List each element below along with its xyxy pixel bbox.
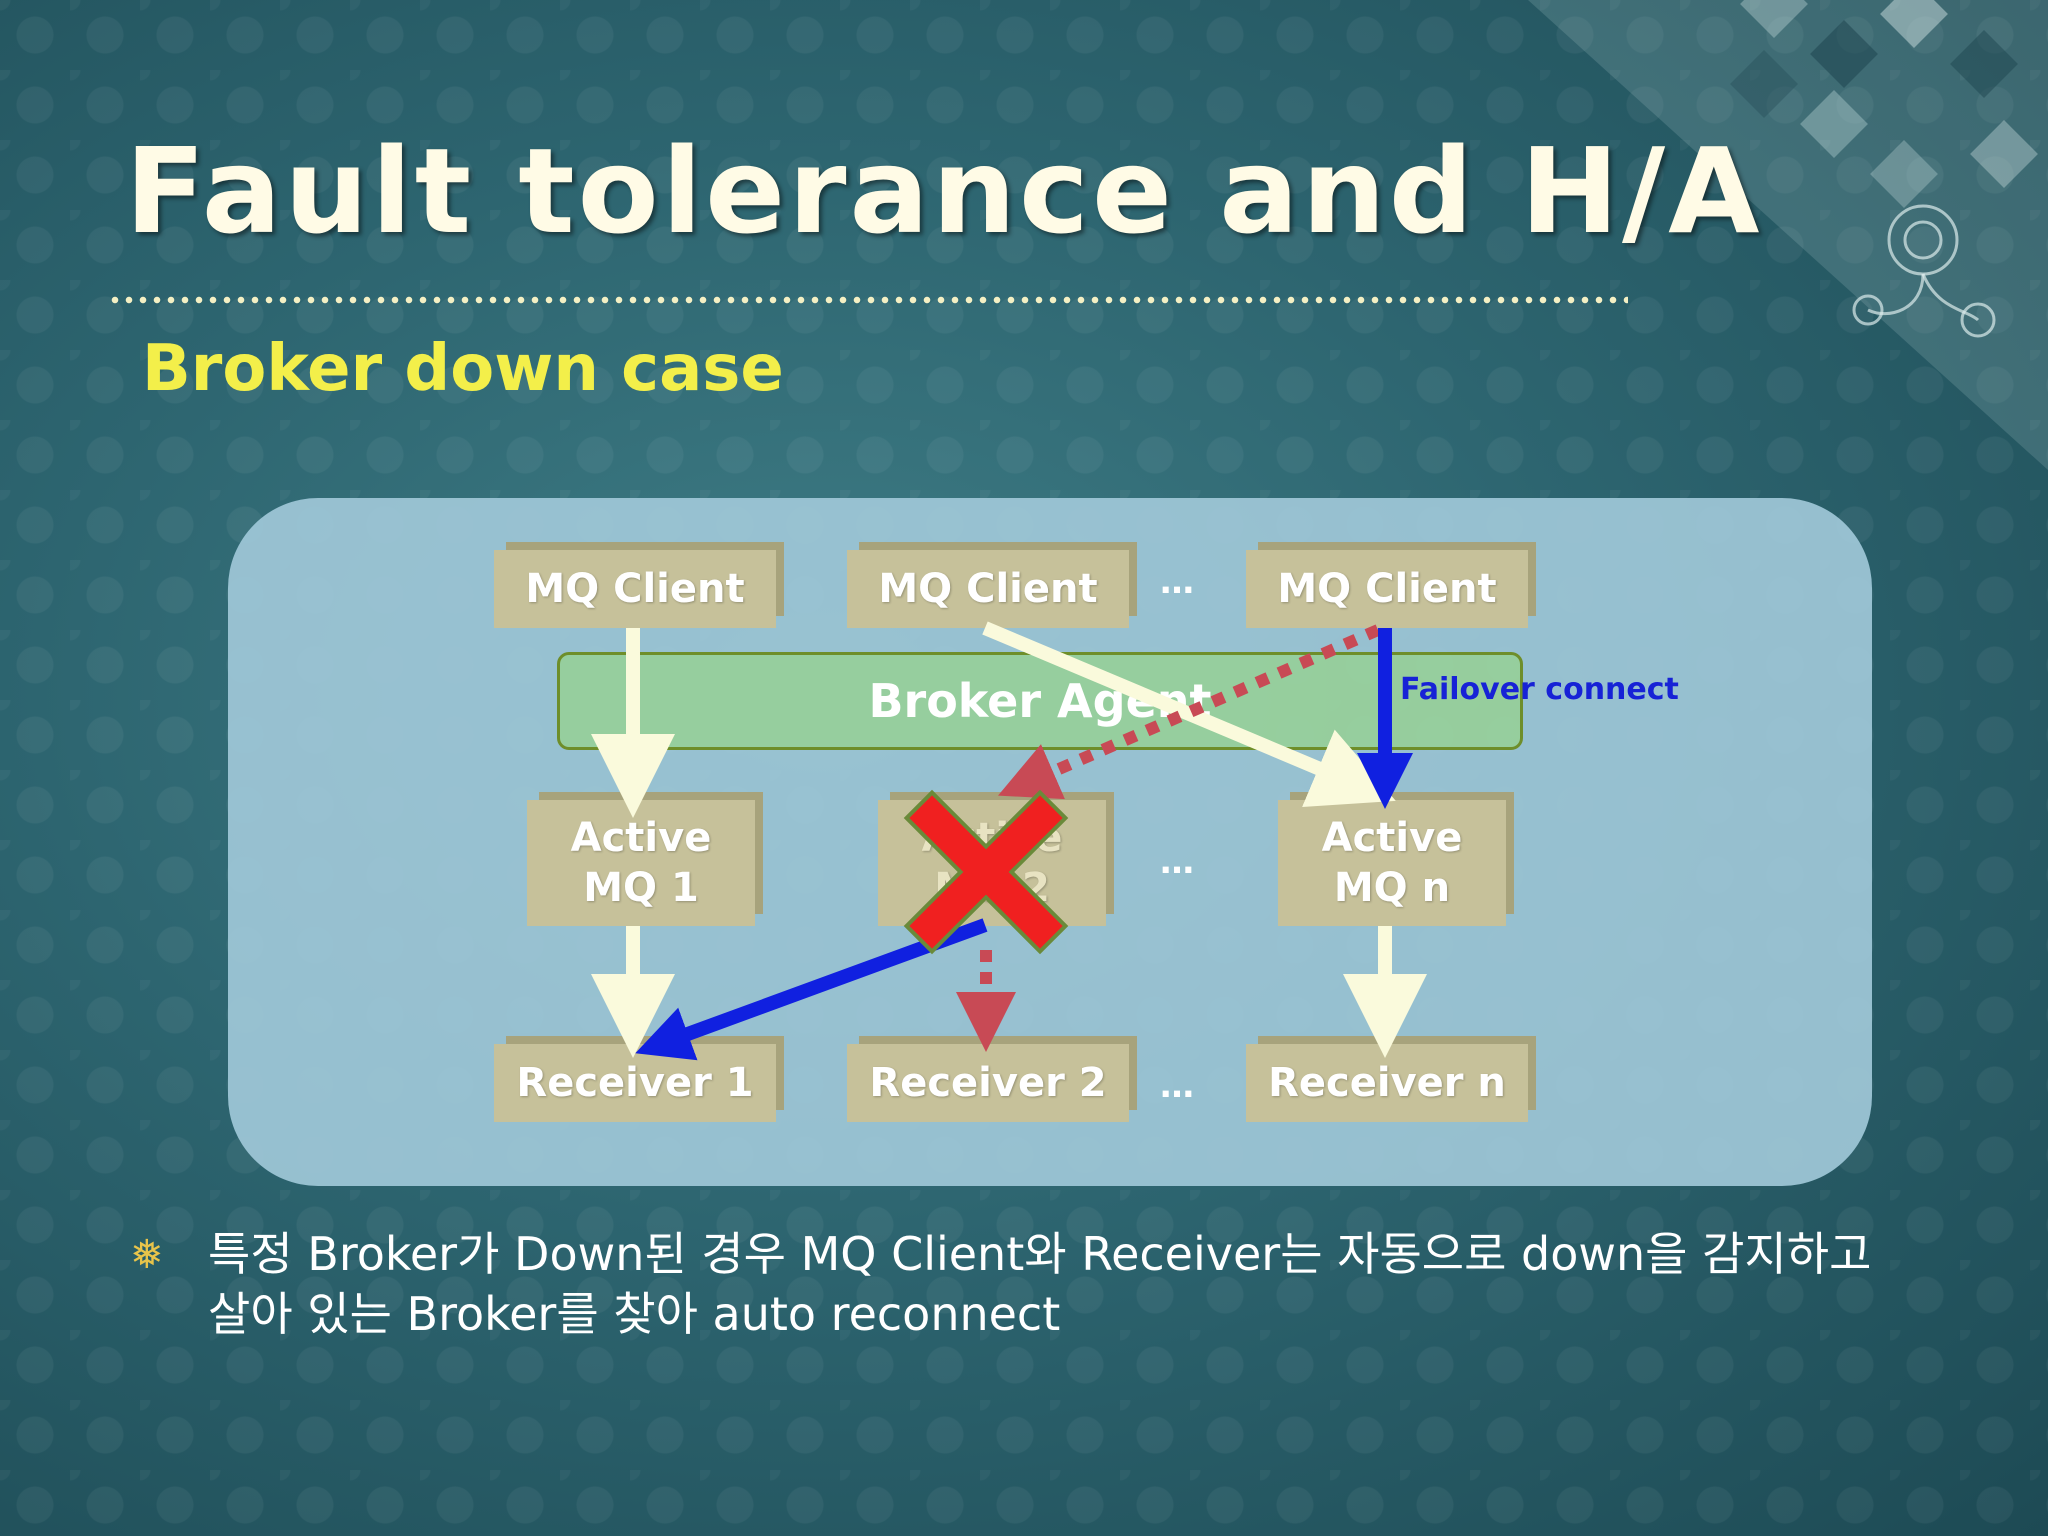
slide-title: Fault tolerance and H/A <box>125 122 1763 260</box>
corner-decoration <box>1528 0 2048 470</box>
active-mq-1: Active MQ 1 <box>527 800 755 926</box>
receiver-2: Receiver 2 <box>847 1044 1129 1122</box>
mq-client-n: MQ Client <box>1246 550 1528 628</box>
receivers-ellipsis: … <box>1160 1066 1196 1106</box>
flower-ornament-icon <box>1852 204 1996 338</box>
receiver-1: Receiver 1 <box>494 1044 776 1122</box>
clients-ellipsis: … <box>1160 562 1196 602</box>
snowflake-icon: ❅ <box>130 1232 164 1278</box>
mq-client-2: MQ Client <box>847 550 1129 628</box>
brokers-ellipsis: … <box>1160 842 1196 882</box>
mq-client-1: MQ Client <box>494 550 776 628</box>
title-divider <box>108 296 1628 304</box>
broker-down-cross-icon <box>903 789 1069 955</box>
failed-link-clientn-mq2 <box>997 624 1381 800</box>
failover-connect-label: Failover connect <box>1400 672 1679 707</box>
bullet-text: 특정 Broker가 Down된 경우 MQ Client와 Receiver는… <box>208 1227 1872 1341</box>
link-client2-mqn <box>982 621 1396 807</box>
slide-subtitle: Broker down case <box>142 332 784 406</box>
active-mq-n: Active MQ n <box>1278 800 1506 926</box>
